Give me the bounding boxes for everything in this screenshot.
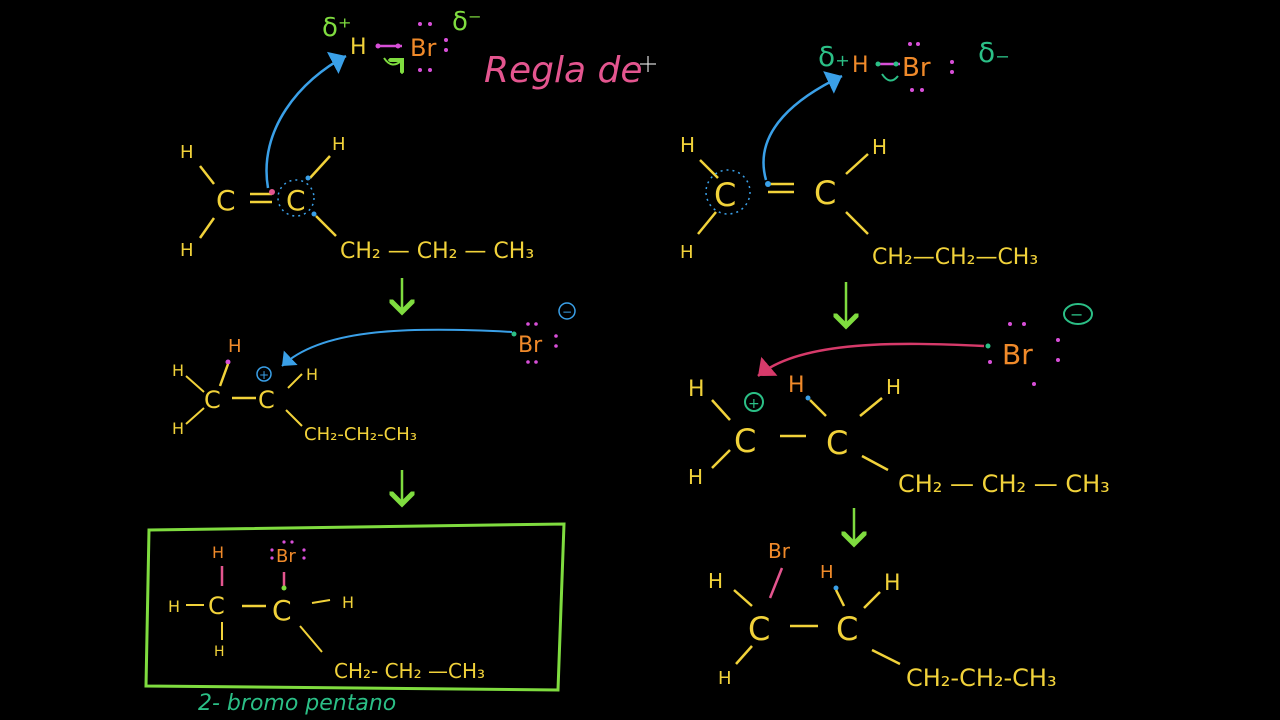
bromine-atom: Br — [410, 34, 436, 62]
hydrogen-atom: H — [718, 668, 732, 689]
carbon-atom: C — [814, 174, 836, 212]
hydrogen-atom: H — [180, 240, 194, 261]
carbon-atom: C — [748, 610, 770, 648]
left-carbocation: H H H C C + H CH₂-CH₂-CH₃ — [172, 328, 513, 445]
right-hbr-molecule: δ₊ H Br δ₋ — [818, 36, 1010, 92]
carbon-atom: C — [272, 594, 292, 627]
bromine-atom: Br — [276, 546, 296, 567]
alkyl-chain: CH₂-CH₂-CH₃ — [304, 424, 417, 445]
hydrogen-atom: H — [342, 593, 354, 612]
hydrogen-atom: H — [680, 242, 694, 263]
electron-arrow — [757, 342, 985, 377]
carbon-atom: C — [216, 184, 236, 217]
alkyl-chain: CH₂—CH₂—CH₃ — [872, 245, 1038, 270]
delta-plus-label: δ⁺ — [322, 13, 352, 43]
cursor-icon — [640, 56, 656, 72]
hydrogen-atom: H — [680, 133, 695, 157]
hydrogen-atom: H — [180, 142, 194, 163]
hydrogen-atom: H — [688, 465, 703, 489]
alkyl-chain: CH₂ — CH₂ — CH₃ — [898, 470, 1110, 498]
alkyl-chain: CH₂-CH₂-CH₃ — [906, 664, 1057, 692]
carbon-atom: C — [204, 386, 221, 414]
hydrogen-atom: H — [228, 336, 242, 357]
delta-minus-label: δ⁻ — [452, 7, 482, 37]
bromine-atom: Br — [1002, 338, 1033, 371]
positive-charge: + — [748, 396, 760, 412]
hydrogen-atom: H — [688, 377, 705, 402]
hydrogen-atom: H — [872, 135, 887, 159]
negative-charge: − — [1070, 305, 1083, 324]
left-bromide-ion: Br − — [511, 302, 576, 364]
alkyl-chain: CH₂- CH₂ —CH₃ — [334, 659, 485, 683]
delta-plus-label: δ₊ — [818, 40, 850, 73]
alkyl-chain: CH₂ — CH₂ — CH₃ — [340, 239, 534, 264]
carbon-atom: C — [208, 592, 225, 620]
hydrogen-atom: H — [886, 375, 901, 399]
delta-minus-label: δ₋ — [978, 36, 1010, 69]
bromine-atom: Br — [902, 53, 931, 83]
carbon-atom: C — [714, 176, 736, 214]
hydrogen-atom: H — [172, 419, 184, 438]
right-product-molecule: Br H C H H C H CH₂-CH₂-CH₃ — [708, 539, 1057, 692]
right-bromide-ion: Br − — [985, 303, 1093, 386]
carbon-atom: C — [286, 184, 306, 217]
hydrogen-atom: H — [172, 361, 184, 380]
carbon-atom: C — [734, 422, 756, 460]
bromine-atom: Br — [518, 333, 543, 358]
negative-charge: − — [562, 305, 572, 319]
hydrogen-atom: H — [820, 562, 834, 583]
electron-arrow — [762, 71, 843, 181]
hydrogen-atom: H — [212, 543, 224, 562]
carbon-atom: C — [258, 386, 275, 414]
positive-charge: + — [259, 368, 269, 382]
hydrogen-atom: H — [168, 597, 180, 616]
carbon-atom: C — [826, 424, 848, 462]
hydrogen-atom: H — [350, 35, 367, 60]
hydrogen-atom: H — [214, 644, 225, 660]
electron-arrow — [265, 51, 347, 189]
right-carbocation: H H + C H C H CH₂ — CH₂ — CH₃ — [688, 342, 1110, 498]
product-box: H H C H C Br H CH₂- CH₂ —CH₃ — [144, 522, 566, 692]
hydrogen-atom: H — [306, 365, 318, 384]
hydrogen-atom: H — [884, 571, 901, 596]
left-alkene-molecule: H H C C H CH₂ — CH₂ — CH₃ — [180, 51, 534, 264]
hydrogen-atom: H — [788, 373, 805, 398]
hydrogen-atom: H — [332, 134, 346, 155]
hydrogen-atom: H — [852, 53, 869, 78]
bromine-atom: Br — [768, 539, 791, 563]
carbon-atom: C — [836, 610, 858, 648]
electron-arrow — [281, 328, 513, 367]
product-name-label: 2- bromo pentano — [198, 691, 396, 716]
hydrogen-atom: H — [708, 569, 723, 593]
right-alkene-molecule: H H C C H CH₂—CH₂—CH₃ — [680, 71, 1038, 270]
left-hbr-molecule: δ⁺ H Br δ⁻ — [322, 7, 482, 72]
title: Regla de — [484, 50, 643, 91]
